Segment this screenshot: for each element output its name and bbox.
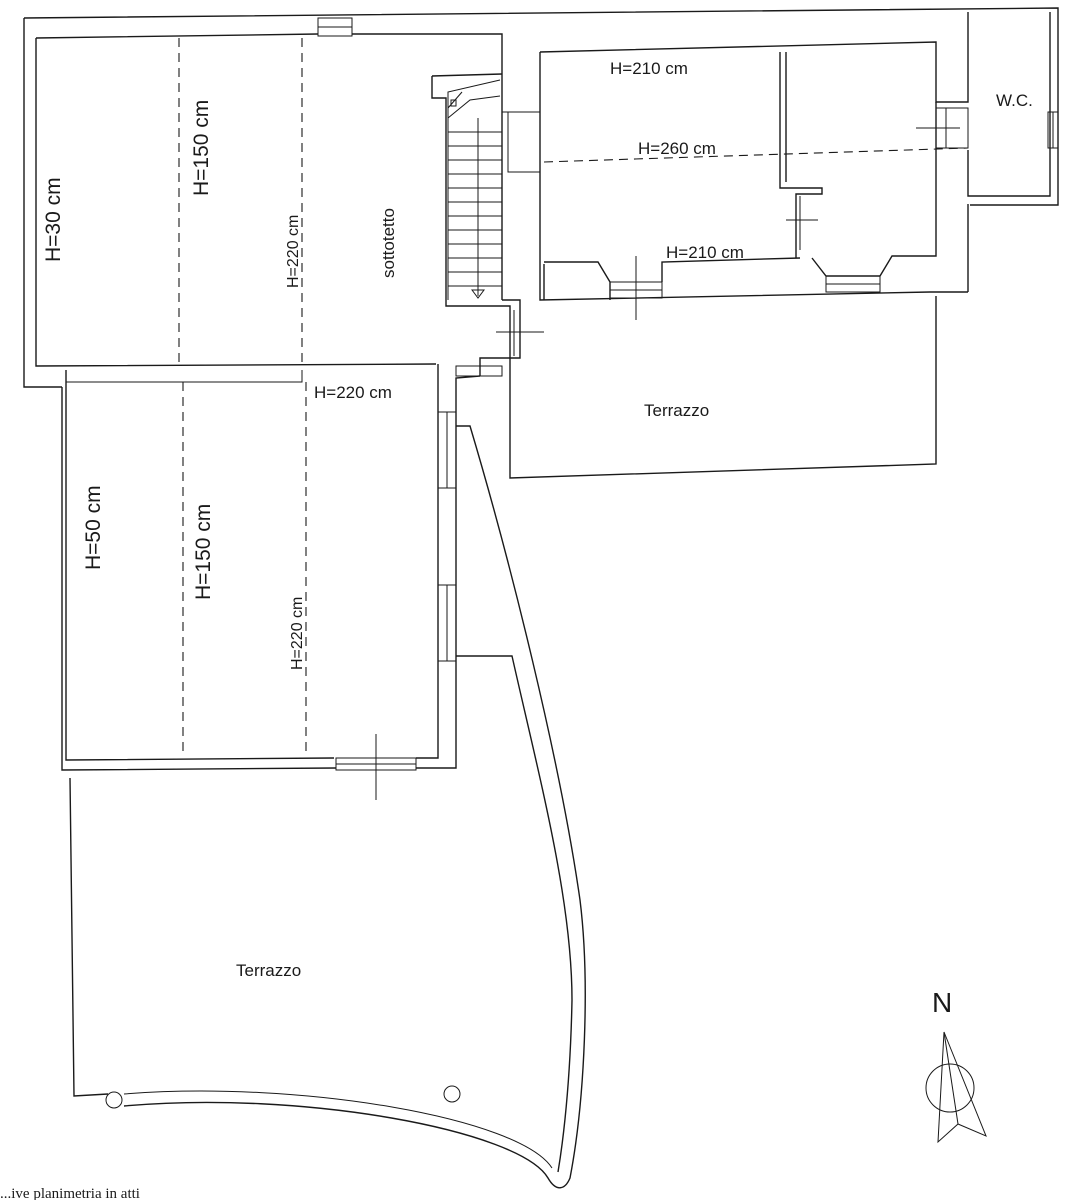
upper-rooms (539, 12, 1059, 320)
corridor (455, 111, 544, 377)
height-label-south-mid: H=150 cm (192, 504, 215, 600)
footer-note: ...ive planimetria in atti (0, 1186, 140, 1200)
wc-label: W.C. (996, 91, 1033, 110)
height-label-room-top: H=210 cm (610, 59, 688, 78)
height-label-south-low: H=50 cm (82, 485, 105, 570)
height-label-north-inner: H=220 cm (285, 215, 302, 288)
height-label-room-bottom: H=210 cm (666, 243, 744, 262)
staircase (431, 73, 503, 307)
height-label-north-mid: H=150 cm (190, 100, 213, 196)
lower-terrace (69, 425, 586, 1189)
attic-room-label: sottotetto (379, 208, 398, 278)
height-lines (178, 38, 969, 756)
terrace-upper-label: Terrazzo (644, 401, 709, 420)
north-label: N (932, 987, 952, 1018)
height-label-south-inner: H=220 cm (289, 597, 306, 670)
height-label-attic-center: H=220 cm (314, 383, 392, 402)
height-label-north-low: H=30 cm (42, 177, 65, 262)
labels: H=30 cm H=150 cm H=220 cm sottotetto H=2… (0, 59, 1033, 1200)
arrow-down-icon (471, 289, 485, 299)
north-arrow-icon (925, 1031, 987, 1144)
building-outline (23, 7, 1059, 800)
height-label-room-mid: H=260 cm (638, 139, 716, 158)
upper-terrace (509, 296, 937, 479)
terrace-lower-label: Terrazzo (236, 961, 301, 980)
